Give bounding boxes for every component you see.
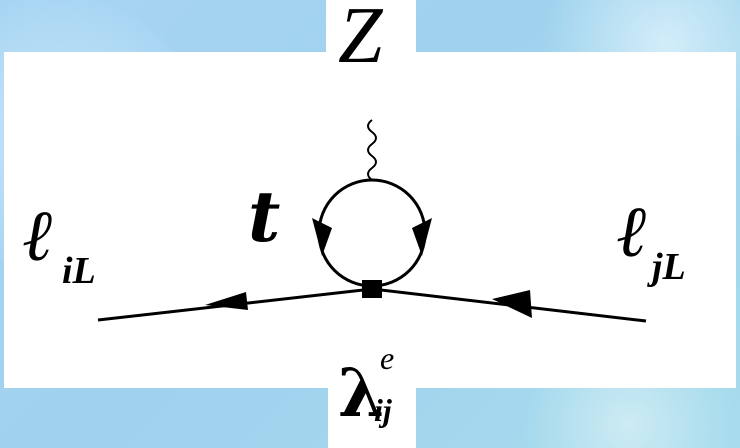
right-lepton-subscript: jL [652, 246, 686, 288]
loop-left-arrow-icon [312, 218, 332, 256]
left-lepton-subscript: iL [62, 250, 96, 292]
left-lepton-symbol: ℓ [22, 196, 52, 276]
right-arrow-icon [492, 290, 532, 318]
loop-right-arrow-icon [412, 218, 432, 256]
top-quark-loop [317, 178, 427, 288]
z-boson-line [367, 119, 377, 181]
top-label-tab [326, 0, 416, 60]
z-boson-label: Z [338, 0, 383, 80]
coupling-superscript: e [380, 340, 395, 376]
bottom-label-tab [328, 380, 416, 448]
left-arrow-icon [205, 292, 248, 310]
effective-vertex [362, 280, 382, 298]
coupling-subscript: ij [374, 392, 392, 428]
top-quark-label: t [248, 175, 281, 258]
right-lepton-symbol: ℓ [616, 192, 646, 272]
coupling-symbol: λ [338, 354, 385, 432]
diagram-panel [4, 52, 736, 388]
